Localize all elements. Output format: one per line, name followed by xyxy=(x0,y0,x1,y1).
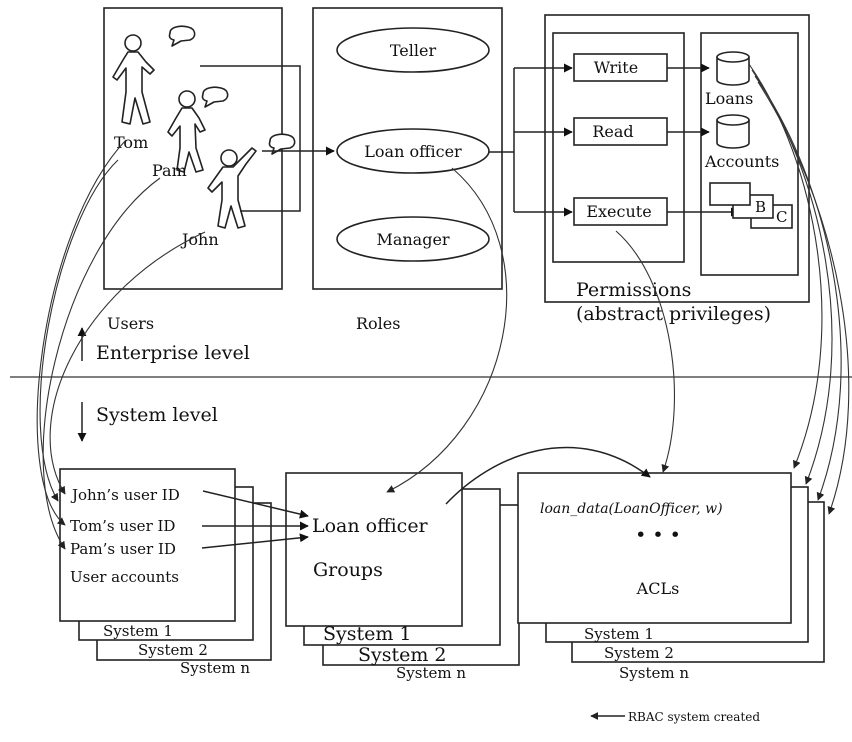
acls-system-n-label: System n xyxy=(619,664,689,682)
groups-system-1-label: System 1 xyxy=(323,623,412,645)
accounts-system-n-label: System n xyxy=(180,659,250,677)
op-write-label: Write xyxy=(594,58,638,77)
user-accounts-label: User accounts xyxy=(70,568,179,586)
tom-role-connector xyxy=(200,65,301,151)
accounts-database-icon xyxy=(716,114,750,149)
program-b-label: B xyxy=(755,198,766,216)
role-loan-officer-label: Loan officer xyxy=(364,142,462,161)
acls-system-1-box xyxy=(517,472,792,624)
groups-label: Groups xyxy=(313,559,383,581)
legend-label: RBAC system created xyxy=(628,710,760,724)
permissions-title: Permissions xyxy=(576,279,691,301)
loans-database-icon xyxy=(716,51,750,86)
program-c-label: C xyxy=(776,208,787,226)
op-execute-label: Execute xyxy=(586,202,651,221)
groups-system-1-box xyxy=(285,472,463,627)
tom-person-icon xyxy=(112,25,196,125)
role-teller-label: Teller xyxy=(390,41,437,60)
groups-system-2-label: System 2 xyxy=(358,644,447,666)
program-files-icon xyxy=(709,182,793,229)
groups-system-n-label: System n xyxy=(396,664,466,682)
group-loan-officer: Loan officer xyxy=(312,515,429,537)
pam-user-id: Pam’s user ID xyxy=(70,540,176,558)
accounts-system-2-label: System 2 xyxy=(138,641,208,659)
permissions-subtitle: (abstract privileges) xyxy=(576,303,771,325)
op-read-label: Read xyxy=(592,122,633,141)
acls-label: ACLs xyxy=(636,579,680,598)
acls-system-1-label: System 1 xyxy=(584,625,654,643)
role-manager xyxy=(336,216,490,262)
rbac-mapping-curves xyxy=(36,63,850,550)
role-loan-officer xyxy=(336,128,490,174)
group-to-acl-arrow xyxy=(445,446,651,505)
john-user-id: John’s user ID xyxy=(70,486,180,504)
john-id-to-group-arrow xyxy=(202,490,309,519)
john-person-icon xyxy=(207,133,296,229)
user-name-tom: Tom xyxy=(114,133,148,152)
roles-label: Roles xyxy=(356,314,400,333)
acl-ellipsis: • • • xyxy=(635,524,681,546)
pam-person-icon xyxy=(167,86,229,173)
user-name-john: John xyxy=(180,230,219,249)
accounts-system-1-label: System 1 xyxy=(103,622,173,640)
system-level-label: System level xyxy=(96,404,218,426)
op-write xyxy=(573,53,668,82)
object-accounts-label: Accounts xyxy=(704,152,779,171)
object-loans-label: Loans xyxy=(705,89,753,108)
pam-id-to-group-arrow xyxy=(201,533,309,549)
role-teller xyxy=(336,27,490,73)
acl-entry: loan_data(LoanOfficer, w) xyxy=(540,501,723,517)
user-name-pam: Pam xyxy=(152,161,187,180)
tom-user-id: Tom’s user ID xyxy=(70,517,175,535)
john-role-connector xyxy=(240,151,301,212)
enterprise-level-label: Enterprise level xyxy=(96,342,250,364)
role-manager-label: Manager xyxy=(376,230,449,249)
users-label: Users xyxy=(107,314,154,333)
acls-system-2-label: System 2 xyxy=(604,644,674,662)
op-execute xyxy=(573,197,668,226)
